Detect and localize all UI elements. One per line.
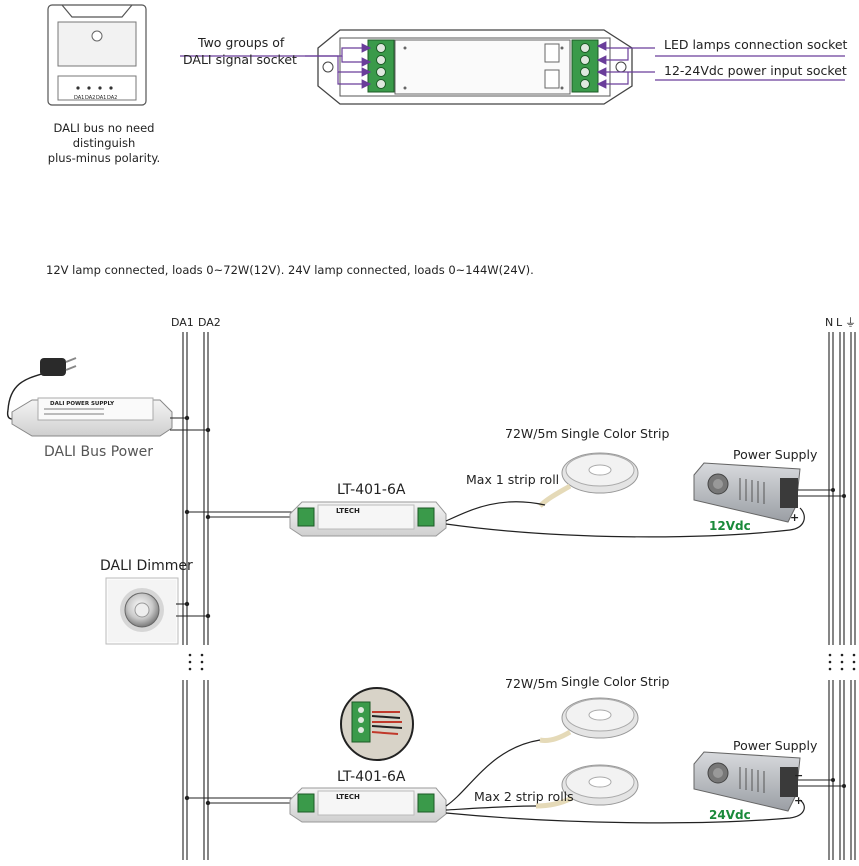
controller-outline-drawing [317,29,633,105]
upper-strip-device [538,452,639,508]
lower-controller-label: LT-401-6A [337,769,406,785]
lower-psu-label: Power Supply [733,738,818,753]
terminal-tag-2: DA2 [85,95,95,101]
terminal-tag-4: DA2 [107,95,117,101]
dali-bus-lines [182,332,209,860]
dali-signal-label-2: DALI signal socket [183,52,297,67]
lower-psu-plus: + [794,794,803,807]
bus-polarity-note-line-3: plus-minus polarity. [47,151,161,165]
terminal-cover-drawing: DA1 DA2 DA1 DA2 [47,4,147,106]
lower-strip-note: Max 2 strip rolls [474,789,574,804]
bus-break-dots-left [188,653,204,671]
bus-polarity-note-line-1: DALI bus no need [53,121,155,135]
bus-label-da1: DA1 [171,316,194,329]
terminal-tag-3: DA1 [96,95,106,101]
bus-power-label: DALI Bus Power [44,444,153,460]
lower-controller-device: LTECH [289,787,447,823]
terminal-closeup-inset [340,687,414,761]
led-socket-label: LED lamps connection socket [664,37,848,52]
bus-polarity-note-line-2: distinguish [72,136,136,150]
lower-strip-name: Single Color Strip [561,674,669,689]
lower-strip-2-device [535,764,639,809]
lower-controller-brand: LTECH [336,793,360,801]
ground-symbol: ⏚ [845,316,856,329]
lower-psu-minus: − [794,769,803,782]
power-socket-label: 12-24Vdc power input socket [664,63,847,78]
lower-strip-1-device [539,697,639,743]
load-note: 12V lamp connected, loads 0~72W(12V). 24… [46,263,534,277]
dali-dimmer-device [105,577,179,645]
bus-polarity-note: DALI bus no need distinguish plus-minus … [30,121,178,166]
dimmer-label: DALI Dimmer [100,558,193,574]
upper-voltage-label: 12Vdc [709,519,751,533]
upper-strip-note: Max 1 strip roll [466,472,559,487]
mains-label-n: N [825,316,833,329]
upper-controller-label: LT-401-6A [337,482,406,498]
socket-callout-arrows [305,41,655,89]
upper-psu-label: Power Supply [733,447,818,462]
terminal-tag-1: DA1 [74,95,84,101]
upper-psu-plus: + [790,511,799,524]
upper-controller-brand: LTECH [336,507,360,515]
dali-bus-power-device: DALI POWER SUPPLY [6,357,173,437]
mains-label-l: L [836,316,843,329]
upper-strip-name: Single Color Strip [561,426,669,441]
dali-signal-label-1: Two groups of [197,35,285,50]
bus-break-dots-right [828,653,856,671]
upper-strip-rating: 72W/5m [505,426,558,441]
bus-power-plate-text: DALI POWER SUPPLY [50,401,115,407]
upper-power-supply-device [693,462,801,523]
lower-power-supply-device [693,751,801,812]
lower-voltage-label: 24Vdc [709,808,751,822]
bus-label-da2: DA2 [198,316,221,329]
lower-strip-rating: 72W/5m [505,676,558,691]
upper-controller-device: LTECH [289,501,447,537]
